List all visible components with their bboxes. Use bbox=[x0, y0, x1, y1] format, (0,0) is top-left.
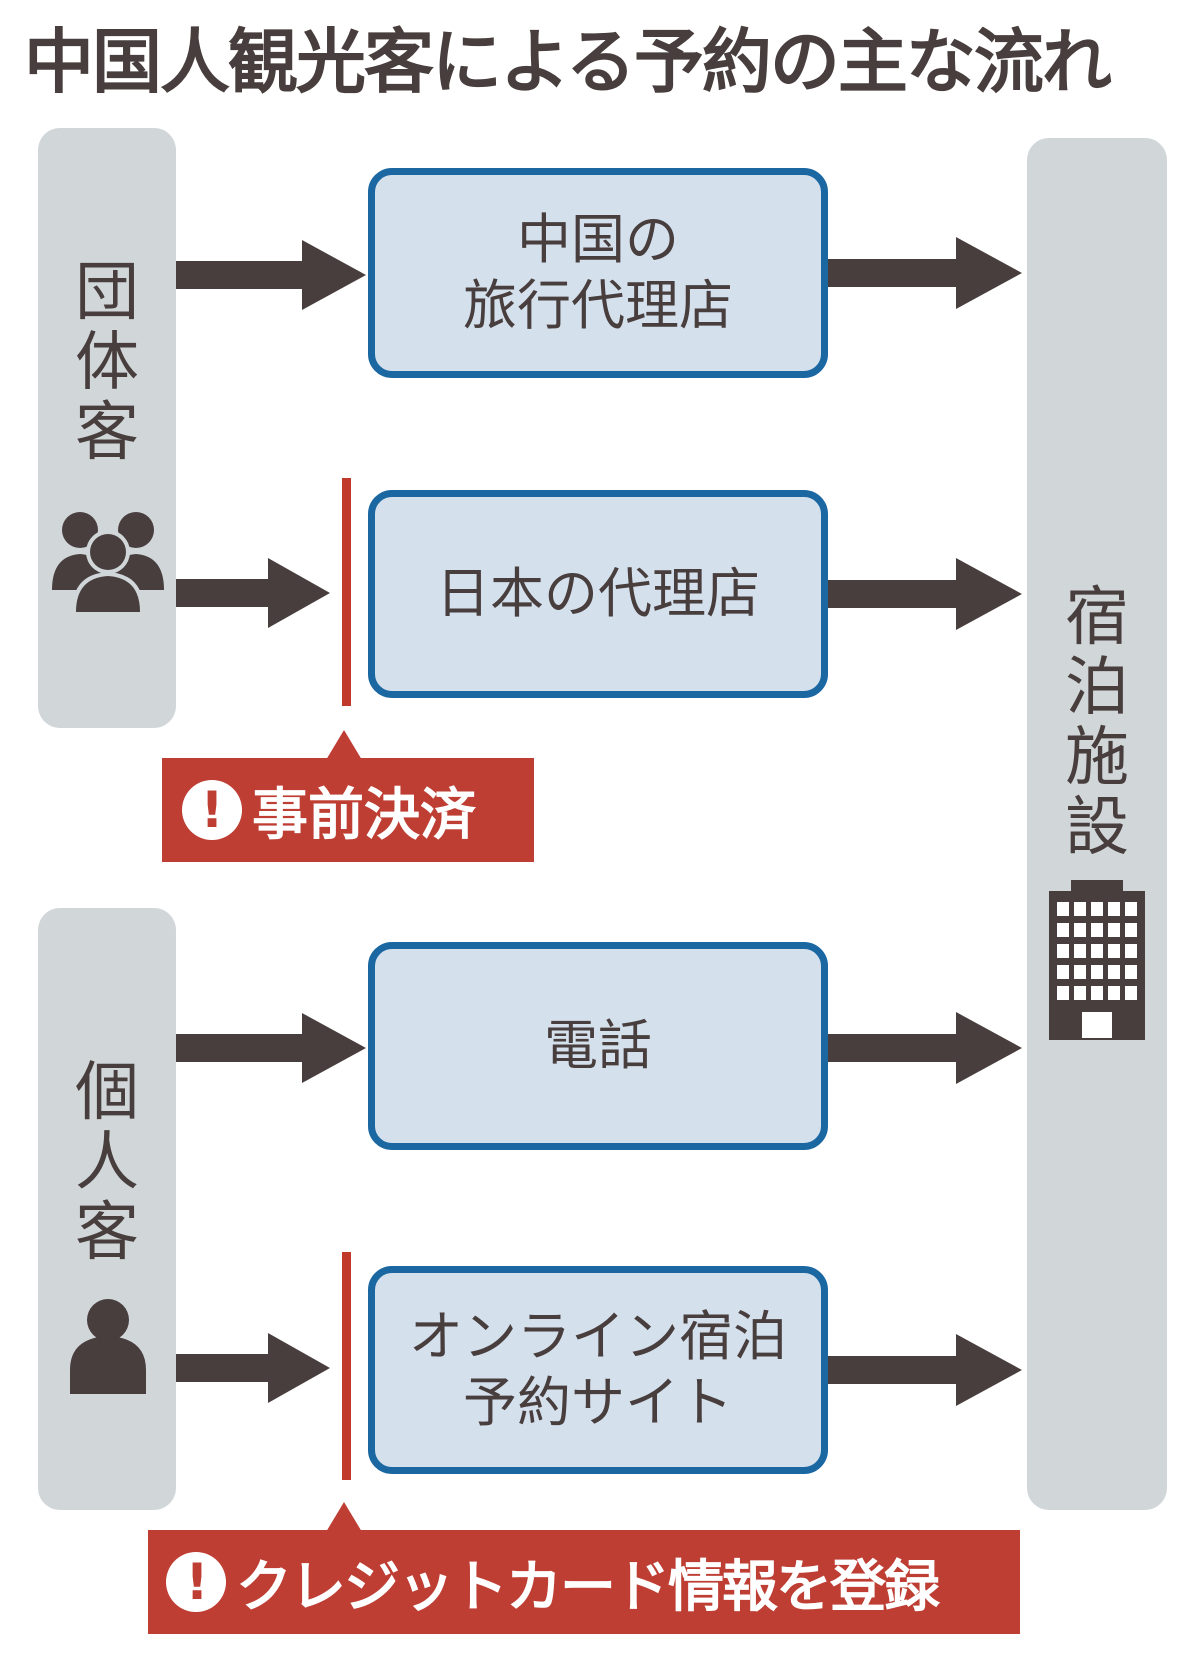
arrow-chinese-agency-to-lodging bbox=[828, 237, 1022, 309]
arrow-individual-to-online-site bbox=[176, 1333, 330, 1403]
source-label-individual: 個 人 客 bbox=[75, 1056, 139, 1270]
credit-card-marker-line bbox=[342, 1252, 351, 1480]
arrow-group-to-japanese-agency bbox=[176, 558, 330, 628]
node-phone: 電話 bbox=[368, 942, 828, 1150]
group-people-icon bbox=[52, 512, 164, 612]
source-column-individual: 個 人 客 bbox=[38, 908, 176, 1510]
node-chinese-travel-agency: 中国の 旅行代理店 bbox=[368, 168, 828, 378]
prepayment-marker-line bbox=[342, 478, 351, 706]
source-label-group: 団 体 客 bbox=[75, 256, 139, 470]
exclamation-icon: ! bbox=[166, 1552, 226, 1612]
node-japanese-agency: 日本の代理店 bbox=[368, 490, 828, 698]
arrow-individual-to-phone bbox=[176, 1013, 366, 1083]
arrow-group-to-chinese-agency bbox=[176, 240, 366, 310]
node-online-booking-site: オンライン宿泊 予約サイト bbox=[368, 1266, 828, 1474]
diagram-title: 中国人観光客による予約の主な流れ bbox=[24, 21, 1112, 103]
destination-label: 宿 泊 施 設 bbox=[1065, 581, 1129, 865]
exclamation-icon: ! bbox=[182, 780, 242, 840]
person-icon bbox=[70, 1299, 146, 1394]
callout-prepayment: ! 事前決済 bbox=[162, 730, 534, 862]
building-icon bbox=[1049, 880, 1145, 1040]
arrow-japanese-agency-to-lodging bbox=[828, 558, 1022, 630]
destination-column: 宿 泊 施 設 bbox=[1027, 138, 1167, 1510]
arrow-online-site-to-lodging bbox=[828, 1334, 1022, 1406]
callout-credit-card-registration: ! クレジットカード情報を登録 bbox=[148, 1502, 1020, 1634]
arrow-phone-to-lodging bbox=[828, 1012, 1022, 1084]
source-column-group: 団 体 客 bbox=[38, 128, 176, 728]
